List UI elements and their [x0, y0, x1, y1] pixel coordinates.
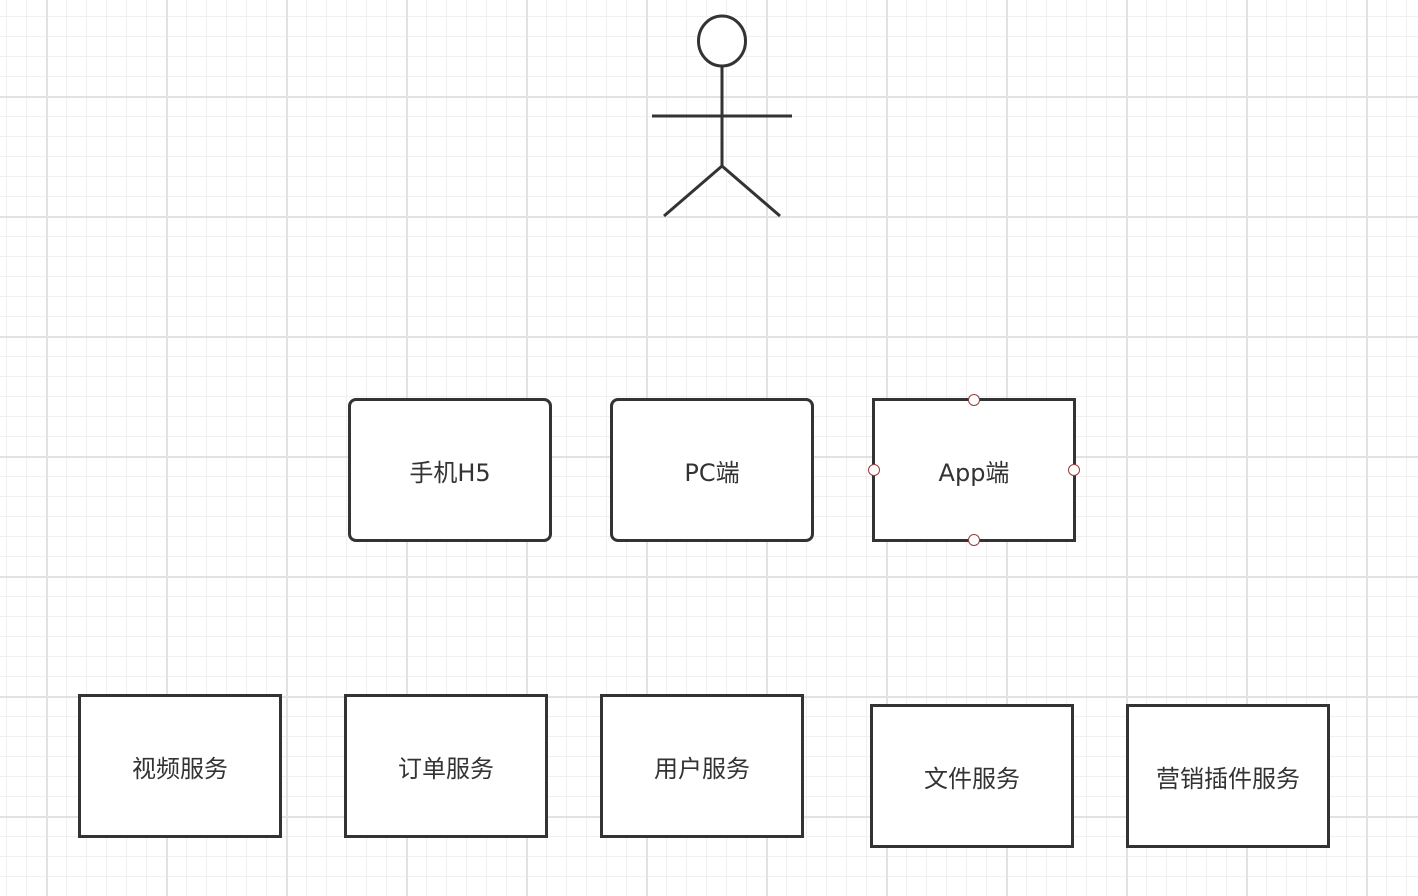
marketing-plugin-service-label: 营销插件服务: [1156, 764, 1300, 793]
order-service-label: 订单服务: [398, 754, 494, 783]
app-client-label: App端: [938, 458, 1010, 487]
file-service-label: 文件服务: [924, 764, 1020, 793]
video-service-label: 视频服务: [132, 754, 228, 783]
mobile-h5-client-node[interactable]: 手机H5: [348, 398, 552, 542]
order-service-node[interactable]: 订单服务: [344, 694, 548, 838]
app-node-top-connection-handle[interactable]: [968, 394, 980, 406]
app-node-bottom-connection-handle[interactable]: [968, 534, 980, 546]
pc-client-node[interactable]: PC端: [610, 398, 814, 542]
actor-right-leg: [721, 164, 781, 218]
user-service-node[interactable]: 用户服务: [600, 694, 804, 838]
pc-client-label: PC端: [684, 458, 740, 487]
video-service-node[interactable]: 视频服务: [78, 694, 282, 838]
app-node-right-connection-handle[interactable]: [1068, 464, 1080, 476]
app-node-left-connection-handle[interactable]: [868, 464, 880, 476]
marketing-plugin-service-node[interactable]: 营销插件服务: [1126, 704, 1330, 848]
actor-icon[interactable]: [0, 0, 1418, 260]
file-service-node[interactable]: 文件服务: [870, 704, 1074, 848]
actor-head: [697, 14, 747, 68]
mobile-h5-client-label: 手机H5: [409, 458, 491, 487]
app-client-node[interactable]: App端: [872, 398, 1076, 542]
actor-left-leg: [663, 164, 723, 218]
user-service-label: 用户服务: [654, 754, 750, 783]
